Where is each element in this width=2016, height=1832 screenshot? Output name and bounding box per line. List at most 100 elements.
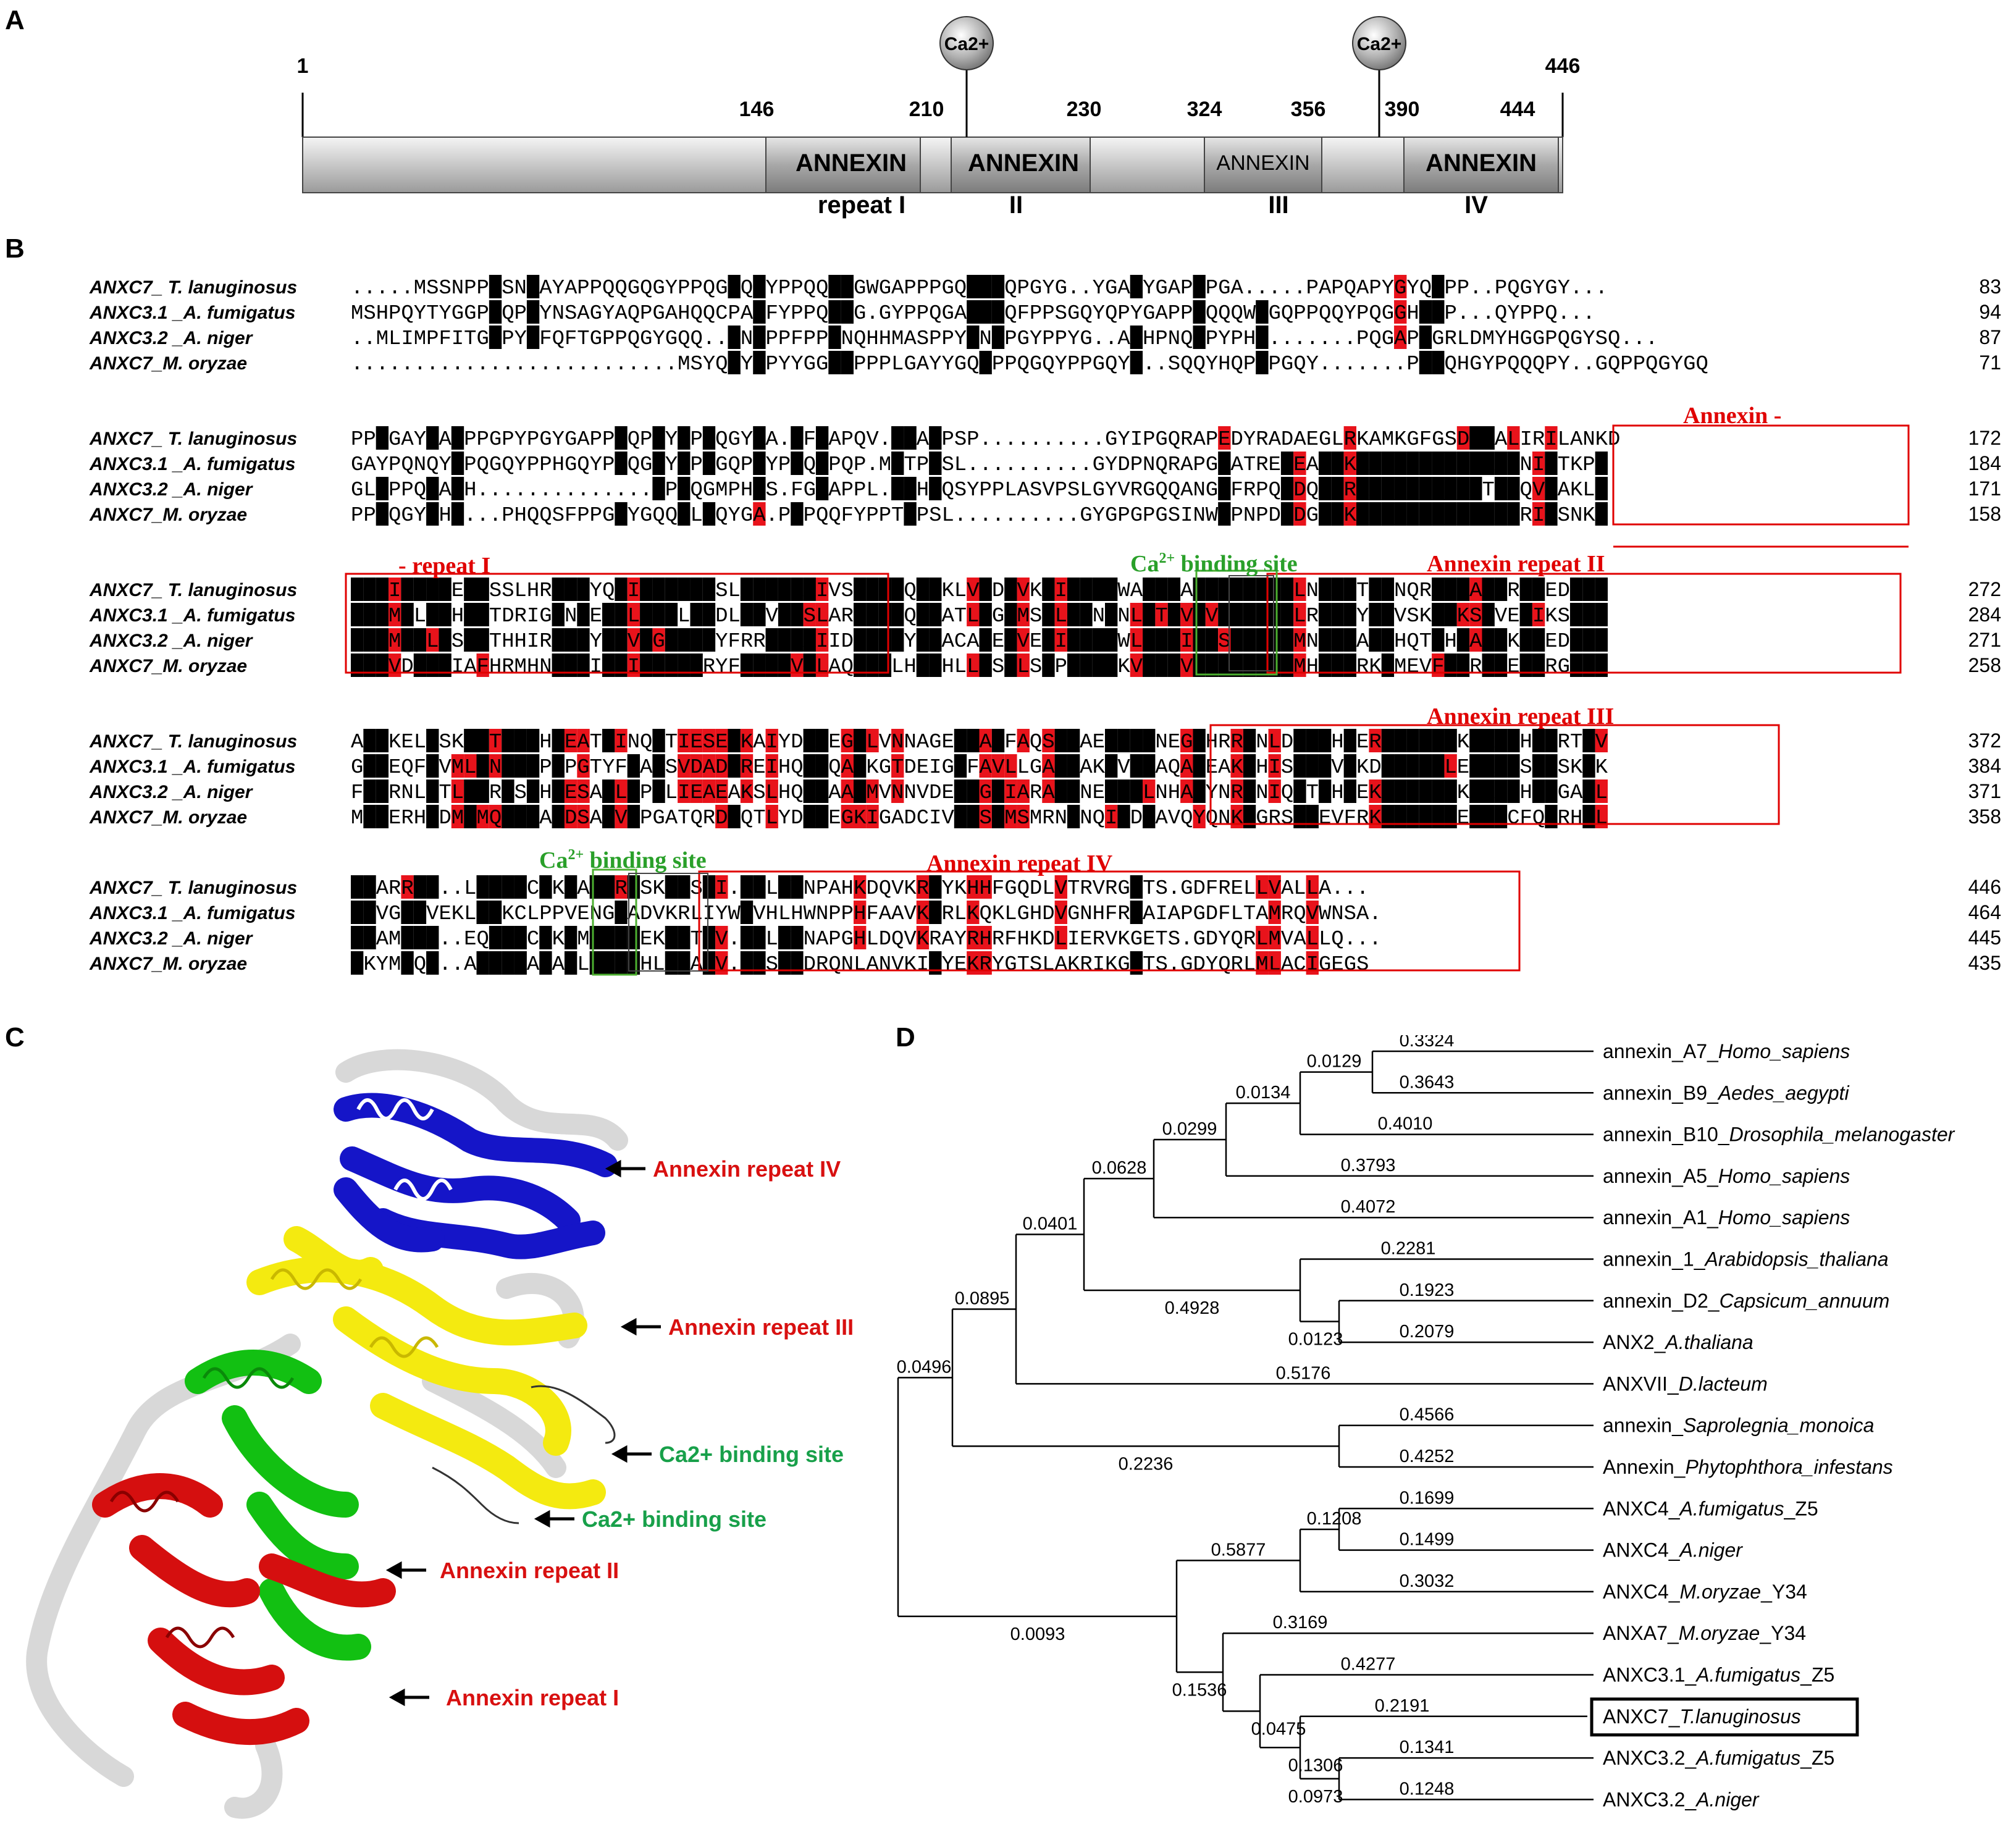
sequence-position: 83 [1979,275,2001,298]
residue-highlight [1532,653,1545,677]
residue-highlight [1381,452,1395,475]
residue-highlight [740,653,754,677]
residue-highlight [1318,502,1332,526]
residue-highlight [552,653,565,677]
residue-highlight [1004,628,1017,652]
residue-highlight [426,653,439,677]
taxon-label: Annexin_Phytophthora_infestans [1603,1456,1893,1478]
residue-highlight [979,603,992,626]
taxon-strain: _Y34 [1759,1622,1806,1644]
annexin-domain-4 [1403,137,1559,193]
residue-highlight [426,875,439,899]
residue-highlight [967,326,980,349]
residue-highlight [376,603,389,626]
sequence-position: 445 [1968,927,2001,949]
residue-highlight [1080,603,1093,626]
residue-highlight [1143,653,1156,677]
residue-highlight [602,926,615,949]
residue-highlight [991,275,1005,298]
residue-highlight [376,779,389,803]
taxon-label: ANXC3.2_A.niger [1603,1788,1760,1810]
residue-highlight [363,603,376,626]
taxon-label: annexin_1_Arabidopsis_thaliana [1603,1248,1889,1271]
branch-length: 0.5877 [1211,1540,1266,1560]
residue-highlight [363,779,376,803]
residue-highlight [904,426,917,450]
residue-highlight [1507,452,1520,475]
residue-highlight [1042,754,1055,778]
protein-bar [302,137,1563,193]
residue-highlight [451,452,464,475]
residue-highlight [891,452,904,475]
residue-highlight [351,578,364,601]
residue-highlight [426,729,439,752]
residue-highlight [1419,477,1432,500]
residue-highlight [615,603,628,626]
residue-highlight [1519,653,1532,677]
residue-highlight [1582,653,1595,677]
residue-highlight [740,754,754,778]
residue-highlight [1456,653,1470,677]
residue-highlight [1280,477,1294,500]
residue-highlight [979,628,992,652]
residue-highlight [841,805,854,828]
sequence-residues: FKTRNLFTLVLRASRHEESAPLDPQLIEAEAKSLHQATAA… [351,781,1608,804]
residue-highlight [1507,426,1520,450]
panel-label-c: C [5,1022,25,1053]
branch-length: 0.0628 [1092,1158,1147,1178]
residue-highlight [388,653,401,677]
residue-highlight [1117,729,1130,752]
sequence-name: ANXC7_M. oryzae [89,954,247,974]
residue-highlight [728,351,741,374]
residue-highlight [715,875,728,899]
residue-highlight [702,951,716,975]
residue-highlight [791,628,804,652]
taxon-prefix: annexin_A7_ [1603,1040,1719,1062]
residue-highlight [451,477,464,500]
residue-highlight [1017,628,1030,652]
residue-highlight [1343,729,1356,752]
residue-highlight [678,875,691,899]
sequence-residues: MSHPQYTYGGPPQPPYNSAGYAQPGAHQQCPAPFYPPQQP… [351,302,1595,325]
taxon-species: Homo_sapiens [1718,1206,1850,1229]
residue-highlight [1054,578,1067,601]
sequence-residues: AKTKELFSKVLTATRHEEATPINQQTIESEVKAIYDATEG… [351,731,1608,754]
residue-highlight [753,477,766,500]
taxon-prefix: annexin_ [1603,1414,1684,1437]
taxon-prefix: ANXC3.2_ [1603,1747,1697,1769]
residue-highlight [351,926,364,949]
residue-highlight [502,926,514,949]
residue-highlight [577,653,590,677]
residue-highlight [363,653,376,677]
residue-highlight [602,603,615,626]
domain-architecture-diagram: Ca2+ Ca2+ 1 446 146 210 230 324 356 390 … [297,16,1580,219]
residue-highlight [1444,578,1457,601]
residue-highlight [627,578,640,601]
ca-text: Ca [539,847,568,873]
residue-highlight [740,578,754,601]
residue-highlight [765,754,778,778]
residue-highlight [577,603,590,626]
residue-highlight [1507,779,1520,803]
residue-highlight [351,875,364,899]
ca-superscript: 2+ [568,847,584,863]
sequence-name: ANXC3.1 _A. fumigatus [89,605,295,626]
residue-highlight [1432,628,1445,652]
residue-highlight [702,926,716,949]
residue-highlight [464,805,477,828]
calcium-ball-2 [1352,16,1406,70]
residue-highlight [1293,477,1306,500]
residue-highlight [652,426,665,450]
residue-highlight [1595,452,1608,475]
taxon-species: A.fumigatus [1695,1664,1800,1686]
residue-highlight [967,603,980,626]
residue-highlight [1419,452,1432,475]
sequence-residues: MKTERHFDMVMQATRAEDSAPVDPGATQRDVQTLYDATEG… [351,807,1608,830]
annexin-domain-2 [951,137,1091,193]
residue-highlight [1004,779,1017,803]
taxon-prefix: ANXC3.2_ [1603,1788,1697,1810]
residue-highlight [1469,628,1482,652]
residue-highlight [715,779,728,803]
residue-highlight [979,351,992,374]
sequence-name: ANXC3.2 _A. niger [89,928,254,949]
